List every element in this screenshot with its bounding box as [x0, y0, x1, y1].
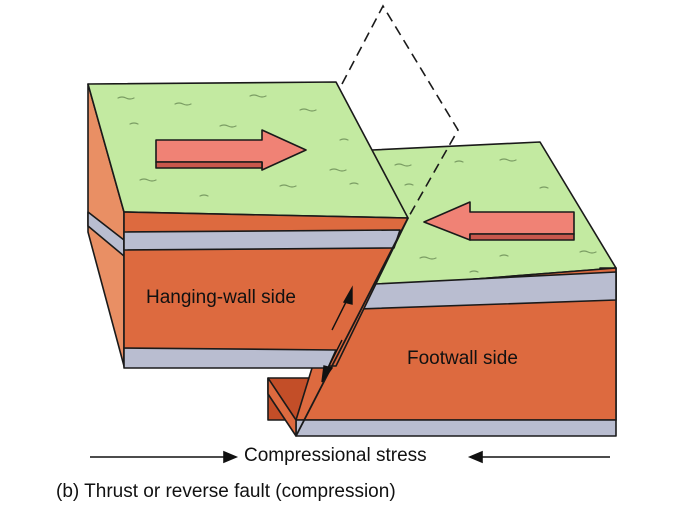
hanging-wall-label: Hanging-wall side — [146, 287, 296, 308]
grass-texture — [117, 94, 597, 273]
fault-trace — [295, 217, 409, 437]
footwall-label: Footwall side — [407, 348, 518, 369]
fault-plane-dashed-outline — [341, 4, 459, 219]
slip-arrows-icon — [321, 285, 353, 383]
hanging-wall-front-rock — [123, 211, 409, 367]
motion-arrow-right-side — [155, 161, 263, 169]
footwall-bottom-layer — [295, 419, 617, 437]
compressional-stress-arrows — [90, 450, 610, 464]
motion-arrow-left-side — [469, 233, 575, 241]
compressional-stress-label: Compressional stress — [244, 445, 427, 466]
hanging-wall-gray-layer — [123, 229, 401, 251]
figure-caption: (b) Thrust or reverse fault (compression… — [56, 481, 396, 502]
hanging-wall-bottom-layer — [123, 347, 337, 369]
